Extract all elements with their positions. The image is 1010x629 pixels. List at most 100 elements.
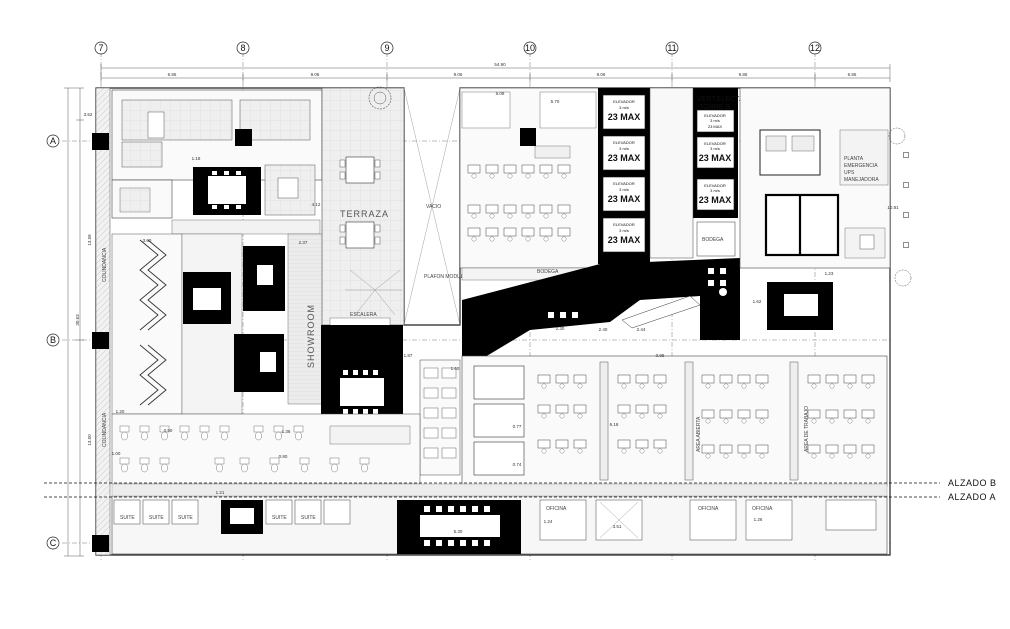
meeting-room-left-3 (234, 334, 284, 392)
small-dim-18: 1.00 (112, 451, 121, 456)
span-dim-6: 6.86 (848, 72, 857, 77)
elevators: ELEVADOR 3 m/s 23 MAX ELEVADOR 3 m/s 23 … (602, 94, 735, 253)
left-dim-2: 13.58 (87, 234, 92, 246)
small-dim-4: 1.18 (192, 156, 201, 161)
suite-label-2: SUITE (149, 515, 164, 521)
colindancia-label-top: COLINDANCIA (102, 247, 108, 282)
suite-labels: SUITE SUITE SUITE SUITE SUITE (120, 515, 316, 521)
suite-label-4: SUITE (272, 515, 287, 521)
elevator-7-title: ELEVADOR (704, 113, 726, 118)
overall-dimension: 54.90 (494, 62, 506, 67)
small-dim-15: 1.60 (451, 366, 460, 371)
row-c-label: C (50, 538, 57, 548)
small-dim-26: 1.26 (754, 517, 763, 522)
elevator-2: ELEVADOR 3 m/s 23 MAX (602, 135, 646, 171)
elevator-2-speed: 3 m/s (619, 146, 629, 151)
terrace-area (321, 86, 405, 327)
small-dim-1: 5.08 (496, 91, 505, 96)
section-lines (44, 482, 940, 498)
suite-label-3: SUITE (178, 515, 193, 521)
ceiling-note: PLAFON MODULAR 1.22 x 0.61 (424, 274, 497, 280)
column-11-label: 11 (667, 43, 676, 53)
elevator-5: ELEVADOR 3 m/s 23 MAX (696, 136, 735, 169)
small-dim-23: 0.74 (513, 462, 522, 467)
small-dim-11: 2.44 (637, 327, 646, 332)
meeting-room-top (193, 167, 261, 215)
meeting-room-left-1 (183, 272, 231, 324)
meeting-room-right (767, 282, 833, 330)
elevator-1: ELEVADOR 3 m/s 23 MAX (602, 94, 646, 130)
office-label-1: OFICINA (546, 506, 567, 512)
span-dim-4: 9.06 (597, 72, 606, 77)
column-8-label: 8 (240, 43, 245, 53)
small-dim-27: 1.24 (544, 519, 553, 524)
small-dim-16: 1.21 (216, 490, 225, 495)
section-a-label: ALZADO A (948, 492, 996, 502)
top-dimension-lines (100, 64, 891, 82)
top-work-area (459, 87, 603, 281)
stair-label: ESCALERA (350, 312, 377, 318)
small-dim-3: 4.12 (312, 202, 321, 207)
elevator-1-speed: 3 m/s (619, 105, 629, 110)
small-dim-6: 2.37 (299, 240, 308, 245)
elevator-5-speed: 3 m/s (710, 146, 720, 151)
column-12-label: 12 (810, 43, 820, 53)
elevator-1-capacity: 23 MAX (608, 112, 641, 122)
small-dim-8: 1.62 (753, 299, 762, 304)
small-dim-10: 2.40 (599, 327, 608, 332)
row-a-label: A (50, 136, 56, 146)
suite-label-5: SUITE (301, 515, 316, 521)
private-offices (473, 365, 525, 476)
colindancia-label-bottom: COLINDANCIA (102, 412, 108, 447)
conference-room-south (397, 500, 521, 554)
right-top-zone (739, 87, 912, 287)
vertical-electrical-label: VERT.ELECT. (697, 96, 740, 103)
small-dim-14: 0.95 (656, 353, 665, 358)
elevator-4-speed: 3 m/s (619, 228, 629, 233)
central-core-band (462, 258, 740, 360)
work-area-label: AREA DE TRABAJO (804, 406, 810, 452)
small-dim-25: 3.51 (613, 524, 622, 529)
open-area-label: AREA ABIERTA (696, 416, 702, 452)
open-office-area (461, 355, 888, 487)
elevator-3: ELEVADOR 3 m/s 23 MAX (602, 176, 646, 212)
small-dimension-annotations: 5.08 5.70 4.12 1.18 3.60 2.37 1.87 1.62 … (112, 91, 834, 534)
office-labels: OFICINA OFICINA OFICINA (546, 506, 773, 512)
elevator-3-capacity: 23 MAX (608, 194, 641, 204)
small-dim-22: 0.77 (513, 424, 522, 429)
small-dim-7: 1.87 (404, 353, 413, 358)
office-label-3: OFICINA (752, 506, 773, 512)
meeting-room-left-2 (243, 246, 285, 311)
meeting-room-south-left (221, 500, 263, 534)
elevator-7-capacity: 23 MAX (708, 124, 723, 129)
elevator-6-speed: 3 m/s (710, 188, 720, 193)
elevator-4: ELEVADOR 3 m/s 23 MAX (602, 217, 646, 253)
column-10-label: 10 (525, 43, 535, 53)
left-dimension-lines (64, 87, 84, 557)
elevator-5-title: ELEVADOR (704, 141, 726, 146)
column-markers: 7 8 9 10 11 12 (94, 41, 822, 55)
column-7-label: 7 (98, 43, 103, 53)
elevator-4-title: ELEVADOR (613, 222, 635, 227)
span-dim-5: 9.86 (739, 72, 748, 77)
small-dim-5: 3.60 (143, 238, 152, 243)
span-dim-1: 6.86 (168, 72, 177, 77)
small-dim-9: 1.23 (825, 271, 834, 276)
void-label: VACIO (426, 204, 441, 210)
small-dim-2: 5.70 (551, 99, 560, 104)
elevator-6: ELEVADOR 3 m/s 23 MAX (696, 178, 735, 211)
right-side-dimension: 10.81 (887, 205, 899, 210)
elevator-6-title: ELEVADOR (704, 183, 726, 188)
elevator-5-capacity: 23 MAX (699, 153, 732, 163)
bodega-room (696, 221, 736, 257)
small-dim-24: 5.30 (454, 529, 463, 534)
showroom-corridor (287, 233, 324, 405)
column-9-label: 9 (384, 43, 389, 53)
planta-sub-label-3: MANEJADORA (844, 177, 879, 183)
bodega-room-label: BODEGA (702, 237, 724, 243)
small-dim-12: 1.20 (116, 409, 125, 414)
section-b-label: ALZADO B (948, 478, 997, 488)
lower-left-zone (111, 413, 421, 485)
terrace-label: TERRAZA (340, 209, 389, 219)
